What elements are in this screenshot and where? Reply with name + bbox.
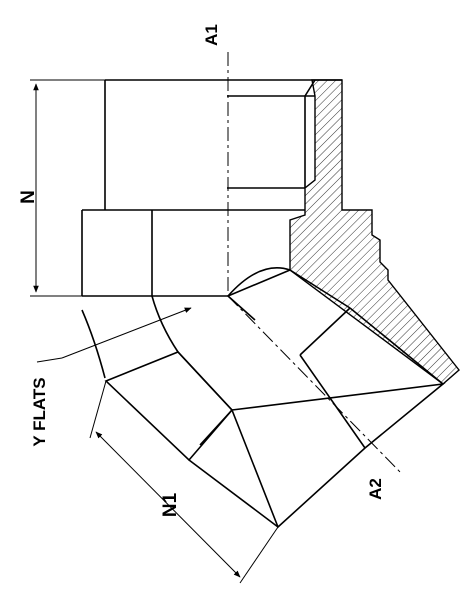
axis-a2-label: A2 (366, 478, 385, 500)
hatched-section (289, 79, 460, 385)
dimension-n-label: N (18, 190, 39, 204)
dimension-n1-label: N1 (160, 492, 181, 517)
y-flats-label: Y FLATS (30, 377, 49, 446)
dimension-n (30, 79, 105, 297)
dimension-n1 (89, 380, 279, 584)
axis-a1-label: A1 (202, 24, 221, 46)
hex-flats (81, 210, 228, 379)
axis-a2-line (227, 295, 403, 475)
flats-leader (36, 307, 192, 363)
inner-bore (227, 267, 291, 321)
upper-socket (82, 79, 342, 211)
